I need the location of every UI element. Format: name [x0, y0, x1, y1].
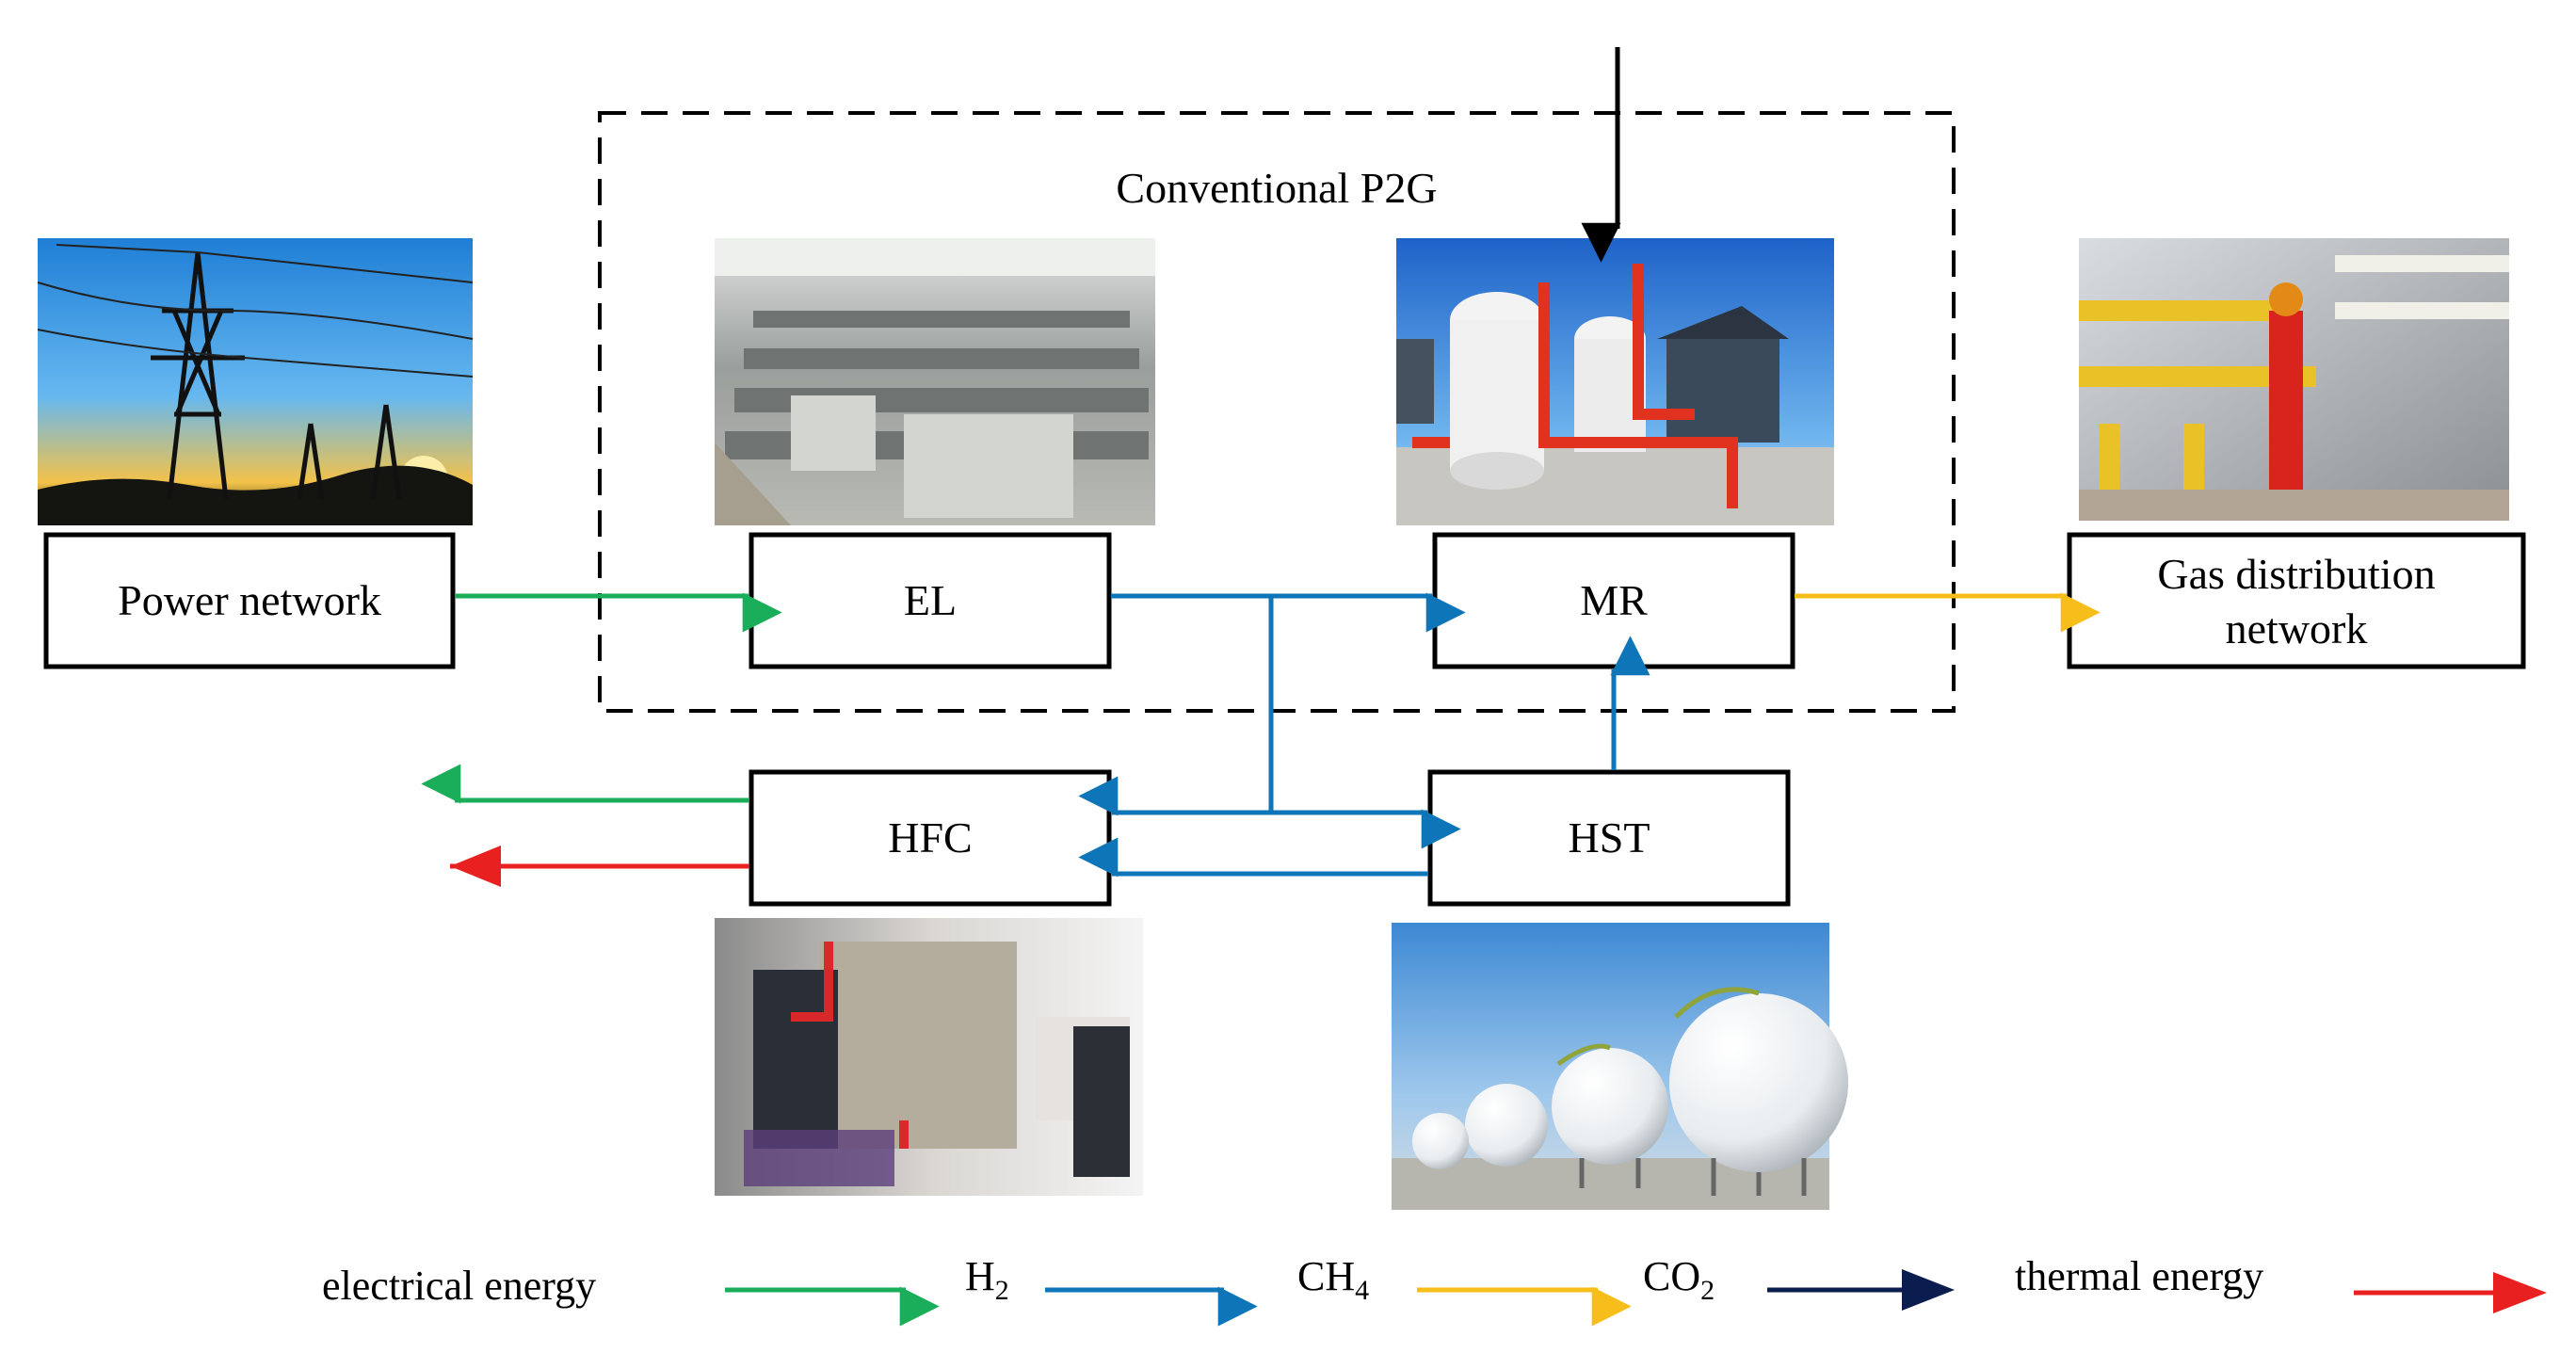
mr-node: MR [1432, 532, 1795, 669]
legend-electrical-label: electrical energy [322, 1263, 596, 1309]
h2-branch-lines [1078, 596, 1461, 849]
power-network-label: Power network [118, 576, 381, 624]
hfc-label: HFC [888, 813, 972, 862]
el-label: EL [904, 576, 957, 624]
legend-ch4-label: CH4 [1297, 1253, 1369, 1306]
fuel-cell-photo [715, 918, 1143, 1196]
gas-distribution-label-1: Gas distribution [2157, 550, 2435, 598]
gas-distribution-photo [2079, 238, 2509, 521]
electrolyser-photo [715, 238, 1155, 525]
legend: electrical energy H2 CH4 CO2 thermal ene… [322, 1253, 2547, 1327]
conventional-p2g-group [598, 111, 1956, 713]
legend-co2-arrowhead [1902, 1269, 1955, 1311]
hydrogen-storage-photo [1392, 923, 1848, 1210]
hfc-heat-arrowhead [450, 846, 501, 887]
conventional-p2g-label: Conventional P2G [1116, 164, 1437, 212]
hfc-node: HFC [749, 769, 1112, 907]
legend-thermal-label: thermal energy [2015, 1253, 2263, 1299]
methanation-reactor-photo [1396, 238, 1834, 525]
power-network-photo [37, 238, 474, 525]
legend-thermal-arrowhead [2493, 1272, 2547, 1313]
power-network-node: Power network [43, 532, 456, 669]
legend-h2-label: H2 [965, 1253, 1009, 1306]
hst-label: HST [1569, 813, 1650, 862]
gas-distribution-node: Gas distribution network [2067, 532, 2526, 669]
el-node: EL [749, 532, 1112, 669]
gas-distribution-label-2: network [2226, 604, 2368, 652]
hst-node: HST [1427, 769, 1791, 907]
mr-label: MR [1580, 576, 1648, 624]
legend-co2-label: CO2 [1643, 1253, 1715, 1306]
